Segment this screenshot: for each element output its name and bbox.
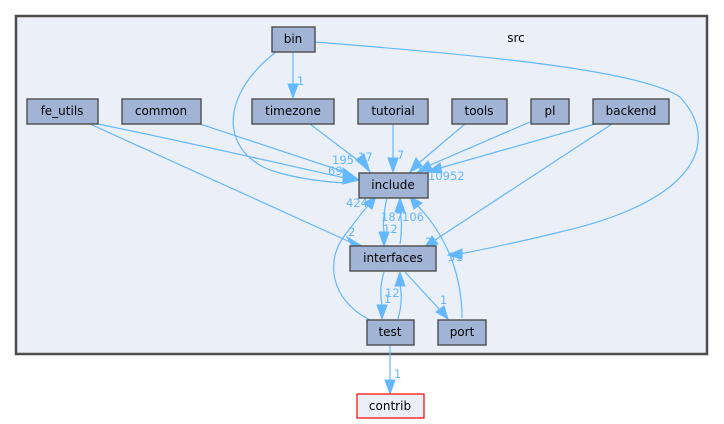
edge-label-bin-timezone: 1 (297, 74, 304, 88)
svg-text:contrib: contrib (369, 399, 411, 413)
edge-label-include-interfaces: 12 (383, 222, 398, 236)
arrowhead (416, 160, 433, 173)
svg-text:common: common (135, 104, 187, 118)
node-port[interactable]: port (437, 319, 487, 346)
node-fe-utils[interactable]: fe_utils (26, 98, 99, 125)
node-common[interactable]: common (121, 98, 202, 125)
edge-label-interfaces-include: 187 (381, 210, 403, 224)
edge-label-test-interfaces: 12 (385, 286, 400, 300)
arrowhead (342, 167, 361, 185)
edge-test-interfaces[interactable] (397, 284, 402, 320)
arrowhead (394, 196, 406, 213)
edge-tools-include[interactable] (419, 123, 466, 163)
node-timezone[interactable]: timezone (251, 98, 335, 125)
svg-text:port: port (450, 325, 475, 339)
node-tutorial[interactable]: tutorial (357, 98, 429, 125)
edge-label-timezone-include: 17 (358, 150, 373, 164)
edge-label-feutils-interfaces: 2 (348, 225, 355, 239)
arrowhead (363, 194, 377, 210)
arrowhead (384, 379, 396, 396)
node-interfaces[interactable]: interfaces (349, 245, 437, 272)
edge-bin-interfaces[interactable] (314, 41, 699, 255)
edge-label-tutorial-include: 7 (397, 148, 404, 162)
edges: 1 31 69 2 195 17 7 10 (89, 41, 699, 396)
edge-label-common-include: 195 (332, 153, 354, 167)
arrowhead (409, 196, 423, 210)
edge-pl-include[interactable] (427, 121, 531, 167)
arrowhead (394, 270, 406, 287)
edge-timezone-include[interactable] (309, 123, 361, 163)
edge-test-include[interactable] (332, 205, 371, 321)
node-test[interactable]: test (366, 319, 415, 346)
node-pl[interactable]: pl (530, 98, 570, 125)
svg-text:timezone: timezone (265, 104, 321, 118)
node-bin[interactable]: bin (271, 26, 316, 53)
svg-text:interfaces: interfaces (363, 251, 423, 265)
edge-backend-interfaces[interactable] (434, 123, 613, 241)
arrowhead (355, 153, 372, 174)
edge-label-test-include: 424 (346, 196, 368, 210)
svg-text:fe_utils: fe_utils (41, 104, 84, 118)
arrowhead (387, 157, 399, 174)
arrowhead (435, 305, 449, 321)
edge-label-bin-interfaces: 31 (448, 250, 463, 264)
svg-text:pl: pl (545, 104, 556, 118)
node-include[interactable]: include (358, 172, 429, 199)
svg-text:bin: bin (284, 32, 303, 46)
svg-text:tools: tools (465, 104, 494, 118)
svg-text:test: test (378, 325, 401, 339)
arrowhead (426, 162, 443, 174)
edge-include-interfaces[interactable] (382, 197, 388, 233)
edge-label-backend-interfaces: 2 (425, 235, 432, 249)
edge-backend-include[interactable] (439, 123, 596, 169)
svg-text:tutorial: tutorial (371, 104, 414, 118)
edge-bin-include[interactable] (232, 51, 346, 184)
edge-interfaces-port[interactable] (404, 271, 441, 311)
edge-interfaces-include[interactable] (399, 211, 403, 245)
node-tools[interactable]: tools (451, 98, 508, 125)
arrowhead (376, 304, 388, 321)
edge-label-backend-include: 10952 (428, 169, 465, 183)
edge-interfaces-test[interactable] (380, 271, 385, 306)
arrowhead (409, 157, 423, 174)
node-contrib[interactable]: contrib (356, 393, 425, 419)
edge-label-port-include: 106 (402, 210, 424, 224)
edge-feutils-include[interactable] (97, 123, 346, 179)
svg-text:backend: backend (606, 104, 657, 118)
arrowhead (446, 248, 463, 260)
arrowhead (378, 231, 390, 248)
edge-port-include[interactable] (417, 205, 463, 319)
edge-feutils-interfaces[interactable] (89, 123, 351, 243)
cluster-label: src (507, 31, 525, 45)
edge-label-interfaces-port: 1 (440, 293, 447, 307)
svg-text:include: include (371, 178, 414, 192)
node-backend[interactable]: backend (592, 98, 670, 125)
arrowhead (287, 83, 299, 100)
edge-label-test-contrib: 1 (394, 367, 401, 381)
edge-label-interfaces-test: 1 (384, 292, 391, 306)
edge-common-include[interactable] (199, 123, 346, 173)
nodes: bin timezone fe_utils common tutorial to… (26, 26, 670, 419)
